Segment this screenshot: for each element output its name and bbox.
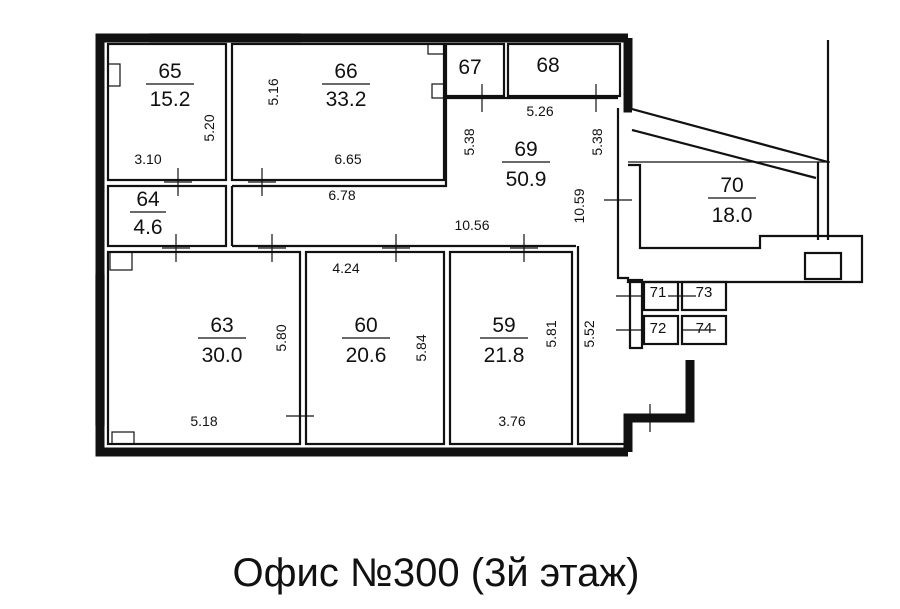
dim-4-24: 4.24 [332,260,359,276]
room-label-74: 74 [696,320,713,337]
svg-text:64: 64 [136,188,160,211]
plan-title: Офис №300 (3й этаж) [233,551,640,595]
room-label-65: 65 15.2 [146,60,194,111]
svg-text:50.9: 50.9 [506,168,547,191]
dim-6-65: 6.65 [334,151,361,167]
dim-5-81: 5.81 [543,320,559,347]
room-label-64: 64 4.6 [130,188,166,239]
svg-text:66: 66 [334,60,357,83]
svg-text:15.2: 15.2 [150,88,191,111]
svg-text:33.2: 33.2 [326,88,367,111]
svg-text:21.8: 21.8 [484,344,525,367]
dim-6-78: 6.78 [328,187,355,203]
dim-5-80: 5.80 [273,324,289,351]
dim-5-18: 5.18 [190,413,217,429]
dim-5-38-right: 5.38 [589,128,605,155]
room-label-68: 68 [536,54,559,77]
door-ticks [162,84,716,432]
svg-text:60: 60 [354,314,377,337]
dimension-labels: 5.20 3.10 5.16 6.65 5.26 5.38 5.38 6.78 … [134,78,605,429]
room-label-66: 66 33.2 [322,60,370,111]
room-label-67: 67 [458,56,481,79]
window-left [95,274,105,426]
room-70-wing [616,40,864,284]
svg-text:4.6: 4.6 [133,216,162,239]
svg-text:20.6: 20.6 [346,344,387,367]
dim-5-84: 5.84 [413,334,429,361]
room-label-63: 63 30.0 [198,314,246,367]
room-label-60: 60 20.6 [342,314,390,367]
svg-text:63: 63 [210,314,233,337]
room-label-70: 70 18.0 [708,174,756,227]
dim-5-20: 5.20 [201,114,217,141]
dim-3-76: 3.76 [498,413,525,429]
room-label-69: 69 50.9 [502,138,550,191]
interior-walls [106,42,628,446]
room-label-72: 72 [650,320,667,337]
dim-3-10: 3.10 [134,151,161,167]
dim-10-56: 10.56 [454,217,489,233]
room-label-73: 73 [696,284,713,301]
small-cells [628,278,728,350]
svg-text:18.0: 18.0 [712,204,753,227]
room-label-71: 71 [650,284,667,301]
svg-text:30.0: 30.0 [202,344,243,367]
svg-text:70: 70 [720,174,743,197]
dim-5-16: 5.16 [265,78,281,105]
dim-5-52: 5.52 [581,320,597,347]
dim-5-26: 5.26 [526,103,553,119]
svg-text:65: 65 [158,60,181,83]
room-label-59: 59 21.8 [480,314,528,367]
dim-5-38-left: 5.38 [461,128,477,155]
svg-text:59: 59 [492,314,515,337]
dim-10-59: 10.59 [571,188,587,223]
window-top [149,33,301,43]
svg-text:69: 69 [514,138,537,161]
